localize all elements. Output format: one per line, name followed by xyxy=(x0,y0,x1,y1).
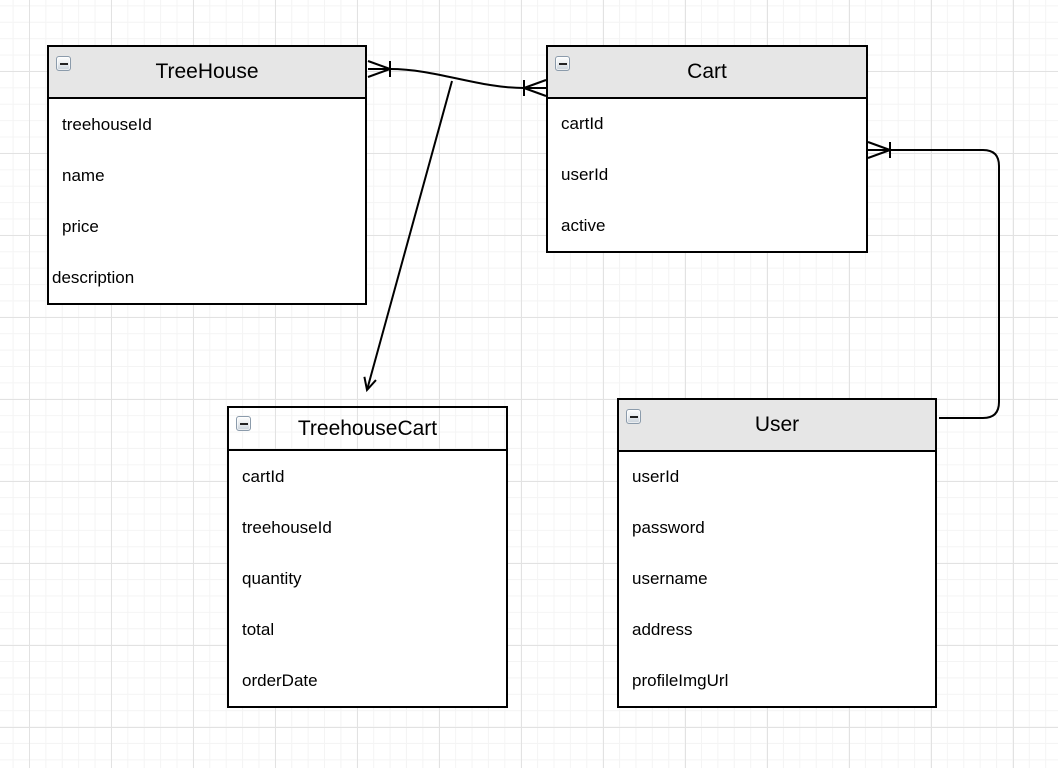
field-row[interactable]: quantity xyxy=(242,568,302,588)
entity-treehousecart-body: cartId treehouseId quantity total orderD… xyxy=(229,451,506,706)
field-row[interactable]: treehouseId xyxy=(242,517,332,537)
crow-foot-treehouse-end xyxy=(367,60,391,78)
field-row[interactable]: username xyxy=(632,568,708,588)
relationship-junction-treehousecart[interactable] xyxy=(363,80,453,393)
field-row[interactable]: orderDate xyxy=(242,670,318,690)
field-row[interactable]: cartId xyxy=(242,466,285,486)
field-row[interactable]: name xyxy=(62,165,105,185)
minus-glyph xyxy=(59,62,68,65)
minus-glyph xyxy=(558,62,567,65)
entity-user-body: userId password username address profile… xyxy=(619,452,935,706)
field-row[interactable]: profileImgUrl xyxy=(632,670,729,690)
crow-foot-cart-end xyxy=(523,79,547,97)
entity-treehousecart-header[interactable]: TreehouseCart xyxy=(229,408,506,451)
entity-title: User xyxy=(754,413,800,436)
entity-treehouse-body: treehouseId name price description xyxy=(49,99,365,303)
collapse-icon[interactable] xyxy=(626,409,641,424)
entity-title: Cart xyxy=(687,60,727,83)
entity-title: TreehouseCart xyxy=(297,416,438,440)
entity-user[interactable]: User userId password username address pr… xyxy=(617,398,937,708)
entity-cart[interactable]: Cart cartId userId active xyxy=(546,45,868,253)
field-row[interactable]: password xyxy=(632,518,705,538)
entity-title: TreeHouse xyxy=(155,60,259,83)
entity-treehouse-header[interactable]: TreeHouse xyxy=(49,47,365,99)
entity-treehousecart[interactable]: TreehouseCart cartId treehouseId quantit… xyxy=(227,406,508,708)
field-row[interactable]: cartId xyxy=(561,114,604,134)
field-row[interactable]: treehouseId xyxy=(62,114,152,134)
field-row[interactable]: description xyxy=(52,267,135,287)
field-row[interactable]: price xyxy=(62,216,99,236)
entity-cart-body: cartId userId active xyxy=(548,99,866,251)
entity-user-header[interactable]: User xyxy=(619,400,935,452)
field-row[interactable]: userId xyxy=(561,165,609,184)
field-row[interactable]: userId xyxy=(632,467,680,487)
entity-treehouse[interactable]: TreeHouse treehouseId name price descrip… xyxy=(47,45,367,305)
field-row[interactable]: total xyxy=(242,619,275,639)
field-row[interactable]: address xyxy=(632,619,693,639)
relationship-cart-user[interactable] xyxy=(867,141,1000,419)
crow-foot-cart-right-end xyxy=(867,141,891,159)
minus-glyph xyxy=(629,415,638,418)
minus-glyph xyxy=(239,422,248,425)
collapse-icon[interactable] xyxy=(56,56,71,71)
relationship-treehouse-cart[interactable] xyxy=(367,60,547,97)
entity-cart-header[interactable]: Cart xyxy=(548,47,866,99)
field-row[interactable]: active xyxy=(561,215,606,235)
collapse-icon[interactable] xyxy=(555,56,570,71)
collapse-icon[interactable] xyxy=(236,416,251,431)
